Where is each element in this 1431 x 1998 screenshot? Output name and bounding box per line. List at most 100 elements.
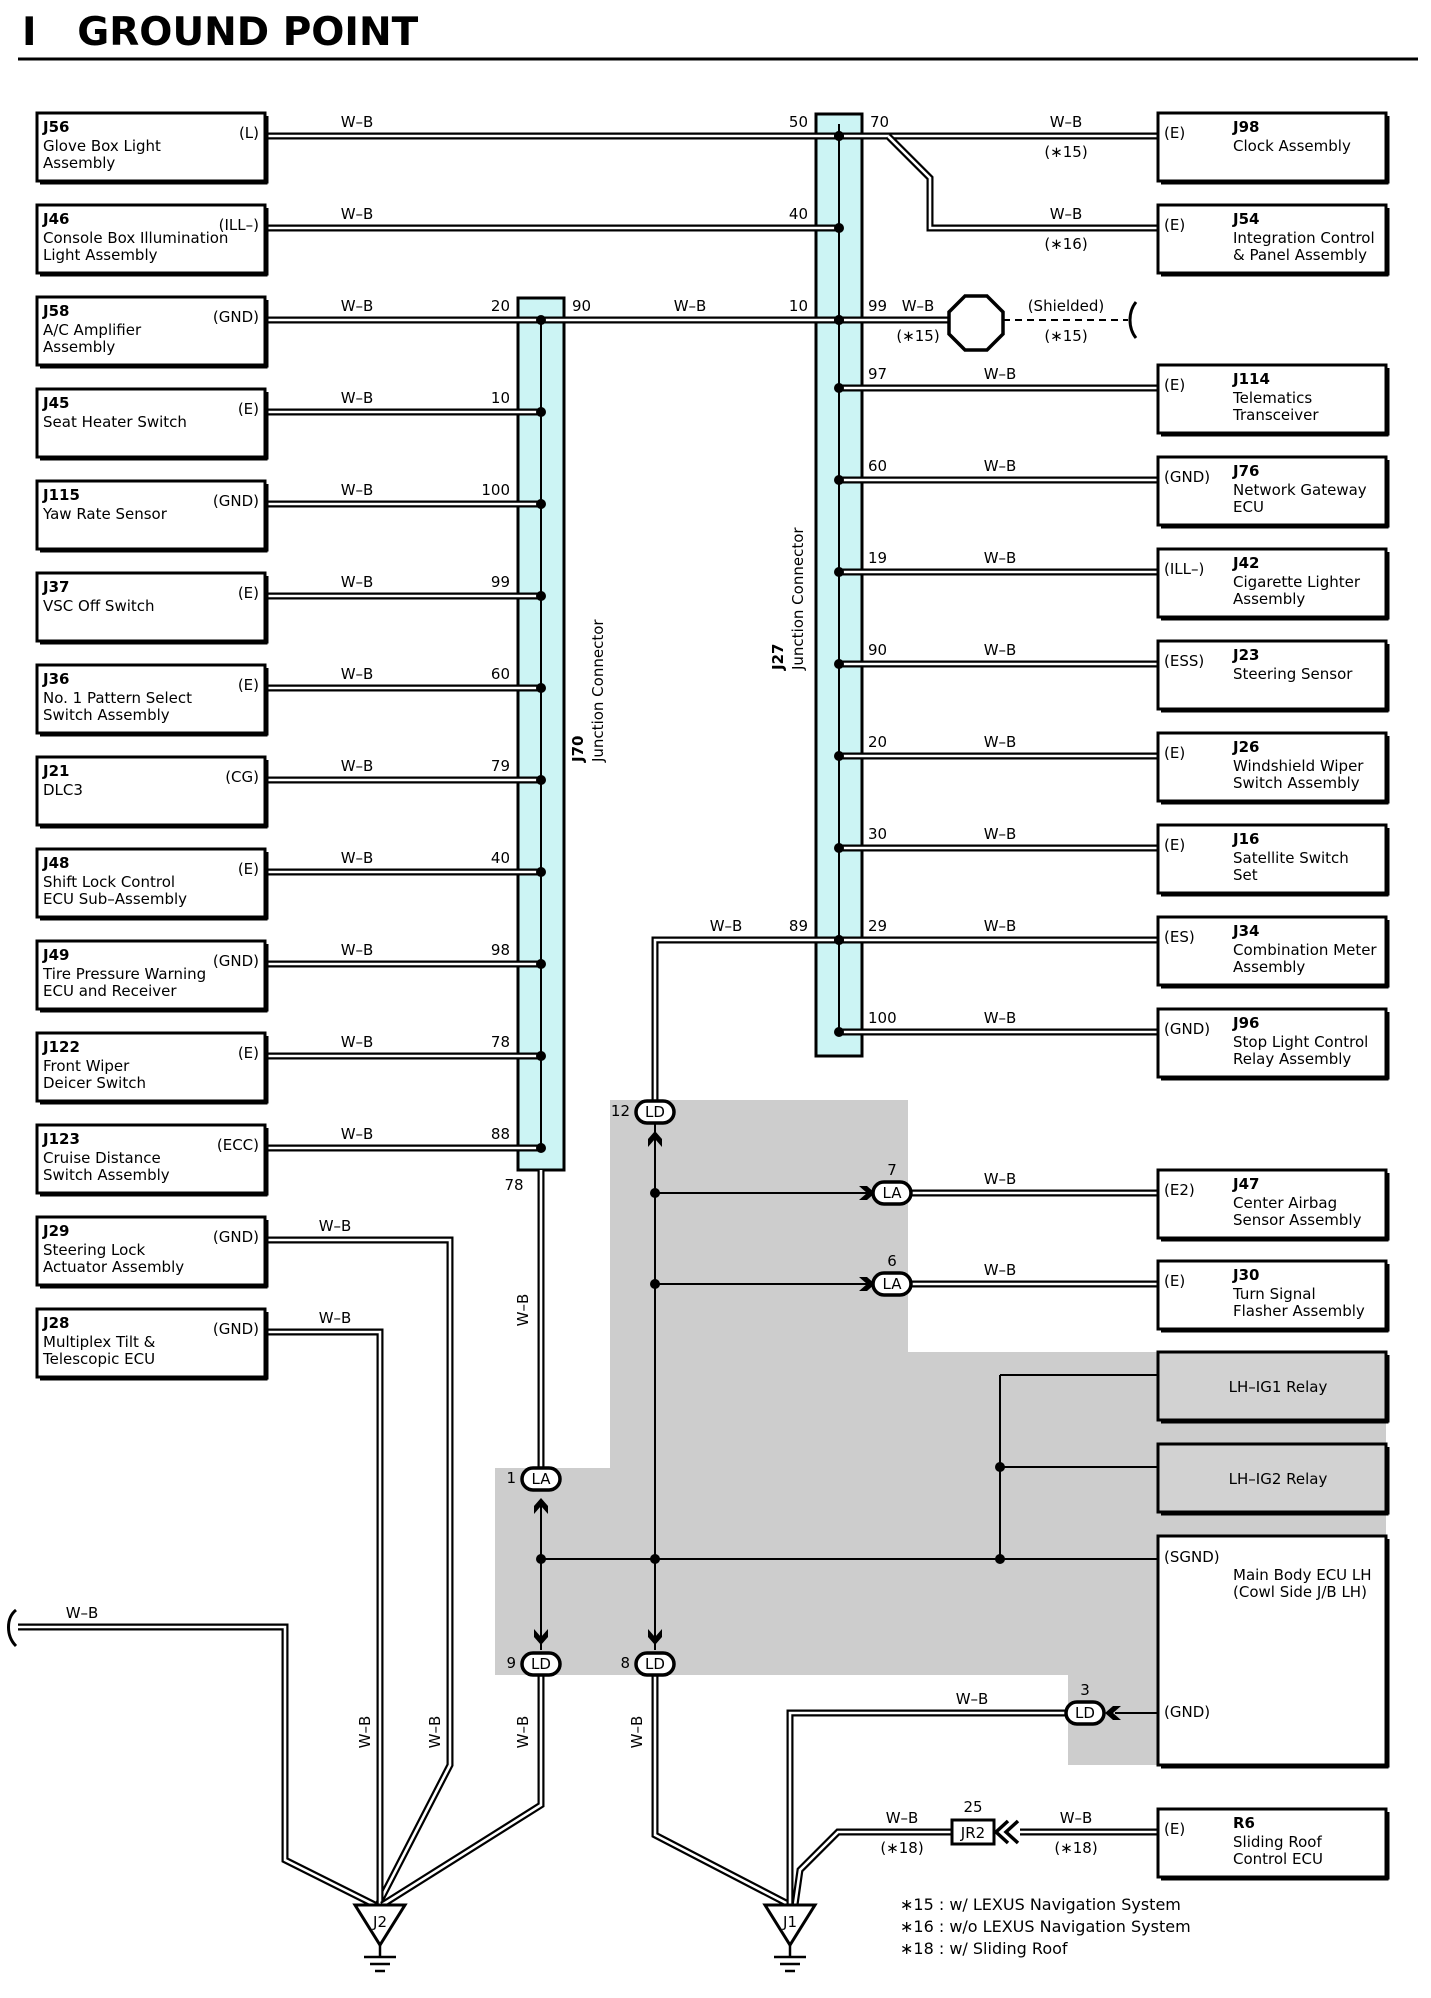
terminal-label: (GND): [213, 952, 259, 970]
pin-number: 30: [868, 825, 887, 843]
pin-number: 40: [789, 205, 808, 223]
component-name: Integration Control: [1233, 229, 1375, 247]
splice-dot: [536, 499, 546, 509]
component-name: Steering Lock: [43, 1241, 146, 1259]
pin-number: 25: [963, 1798, 982, 1816]
shielded-label: (Shielded): [1028, 297, 1105, 315]
component-j16: [1156, 823, 1388, 895]
pin-number: 99: [491, 573, 510, 591]
ground-id: J1: [782, 1913, 797, 1931]
pin-number: 88: [491, 1125, 510, 1143]
pin-number: 79: [491, 757, 510, 775]
wire-color-label: W–B: [710, 917, 743, 935]
component-name: Assembly: [1233, 958, 1305, 976]
main-body-ecu: [1156, 1534, 1388, 1767]
component-name: Cruise Distance: [43, 1149, 161, 1167]
component-name: No. 1 Pattern Select: [43, 689, 192, 707]
connector-arrow: [534, 1629, 548, 1645]
wire-color-label: W–B: [984, 1009, 1017, 1027]
terminal-label: (GND): [213, 1320, 259, 1338]
wire-color-label: W–B: [984, 1261, 1017, 1279]
component-id: J23: [1232, 646, 1259, 664]
relay-label: LH–IG2 Relay: [1229, 1470, 1328, 1488]
component-name: Telematics: [1232, 389, 1312, 407]
component-name: Steering Sensor: [1233, 665, 1353, 683]
option-note: (∗16): [1044, 235, 1087, 253]
component-id: J26: [1232, 738, 1259, 756]
component-id: J36: [42, 670, 69, 688]
pin-number: 78: [504, 1176, 523, 1194]
wire-color-label: W–B: [341, 1033, 374, 1051]
wire-color-label: W–B: [341, 297, 374, 315]
component-j98: [1156, 111, 1388, 183]
pin-number: 8: [620, 1654, 630, 1672]
terminal-label: (E): [1164, 1820, 1185, 1838]
wire-left-incoming: [18, 1623, 377, 1909]
wire-color-label: W–B: [984, 549, 1017, 567]
splice-dot: [834, 751, 844, 761]
wire-j28-core: [265, 1330, 382, 1905]
wire-color-label: W–B: [1050, 205, 1083, 223]
wire-color-label: W–B: [1050, 113, 1083, 131]
terminal-label: (E): [238, 676, 259, 694]
connector-code: LD: [645, 1103, 665, 1121]
connector-code: LD: [531, 1655, 551, 1673]
terminal-label: (GND): [1164, 1020, 1210, 1038]
connector-code: LA: [532, 1470, 552, 1488]
wire-color-label: W–B: [514, 1716, 532, 1749]
relay-1: [1156, 1350, 1388, 1422]
component-j48: [35, 847, 267, 919]
component-name: Console Box Illumination: [43, 229, 228, 247]
component-id: J34: [1232, 922, 1259, 940]
splice-dot: [834, 475, 844, 485]
splice-dot: [834, 223, 844, 233]
wire-color-label: W–B: [984, 365, 1017, 383]
splice-dot: [995, 1554, 1005, 1564]
terminal-label: (E): [1164, 744, 1185, 762]
component-name: ECU Sub–Assembly: [43, 890, 187, 908]
pin-number: 78: [491, 1033, 510, 1051]
splice-dot: [536, 959, 546, 969]
connector-la: [871, 1271, 913, 1297]
wire-color-label: W–B: [341, 573, 374, 591]
terminal-label: (E): [1164, 836, 1185, 854]
component-j26: [1156, 731, 1388, 803]
splice-dot: [650, 1188, 660, 1198]
component-name: Windshield Wiper: [1233, 757, 1364, 775]
terminal-label: (E): [238, 400, 259, 418]
component-name: Tire Pressure Warning: [42, 965, 206, 983]
j70-id-label: J70: [569, 736, 587, 763]
wire-break-mark: [1128, 301, 1138, 339]
pin-number: 60: [491, 665, 510, 683]
splice-dot: [995, 1462, 1005, 1472]
terminal-label: (ILL–): [1164, 560, 1204, 578]
component-id: J45: [42, 394, 69, 412]
component-id: J21: [42, 762, 69, 780]
pin-number: 19: [868, 549, 887, 567]
component-name: Control ECU: [1233, 1850, 1323, 1868]
pin-number: 50: [789, 113, 808, 131]
component-name: Stop Light Control: [1233, 1033, 1368, 1051]
component-id: J29: [42, 1222, 69, 1240]
component-name: & Panel Assembly: [1233, 246, 1367, 264]
component-j45: [35, 387, 267, 459]
pin-number: 70: [870, 113, 889, 131]
component-id: J16: [1232, 830, 1259, 848]
connector-arrow: [534, 1498, 548, 1514]
component-name: Deicer Switch: [43, 1074, 146, 1092]
pin-number: 90: [572, 297, 591, 315]
wire-color-label: W–B: [886, 1809, 919, 1827]
component-id: J30: [1232, 1266, 1259, 1284]
splice-dot: [834, 315, 844, 325]
wire-color-label: W–B: [426, 1716, 444, 1749]
wire-j54-core: [887, 135, 1158, 230]
component-r6: [1156, 1807, 1388, 1879]
terminal-label: (ECC): [217, 1136, 259, 1154]
component-name: Sensor Assembly: [1233, 1211, 1362, 1229]
component-id: J28: [42, 1314, 69, 1332]
component-name: Switch Assembly: [43, 1166, 170, 1184]
component-id: J76: [1232, 462, 1259, 480]
component-name: Main Body ECU LH: [1233, 1566, 1372, 1584]
component-name: Front Wiper: [43, 1057, 130, 1075]
